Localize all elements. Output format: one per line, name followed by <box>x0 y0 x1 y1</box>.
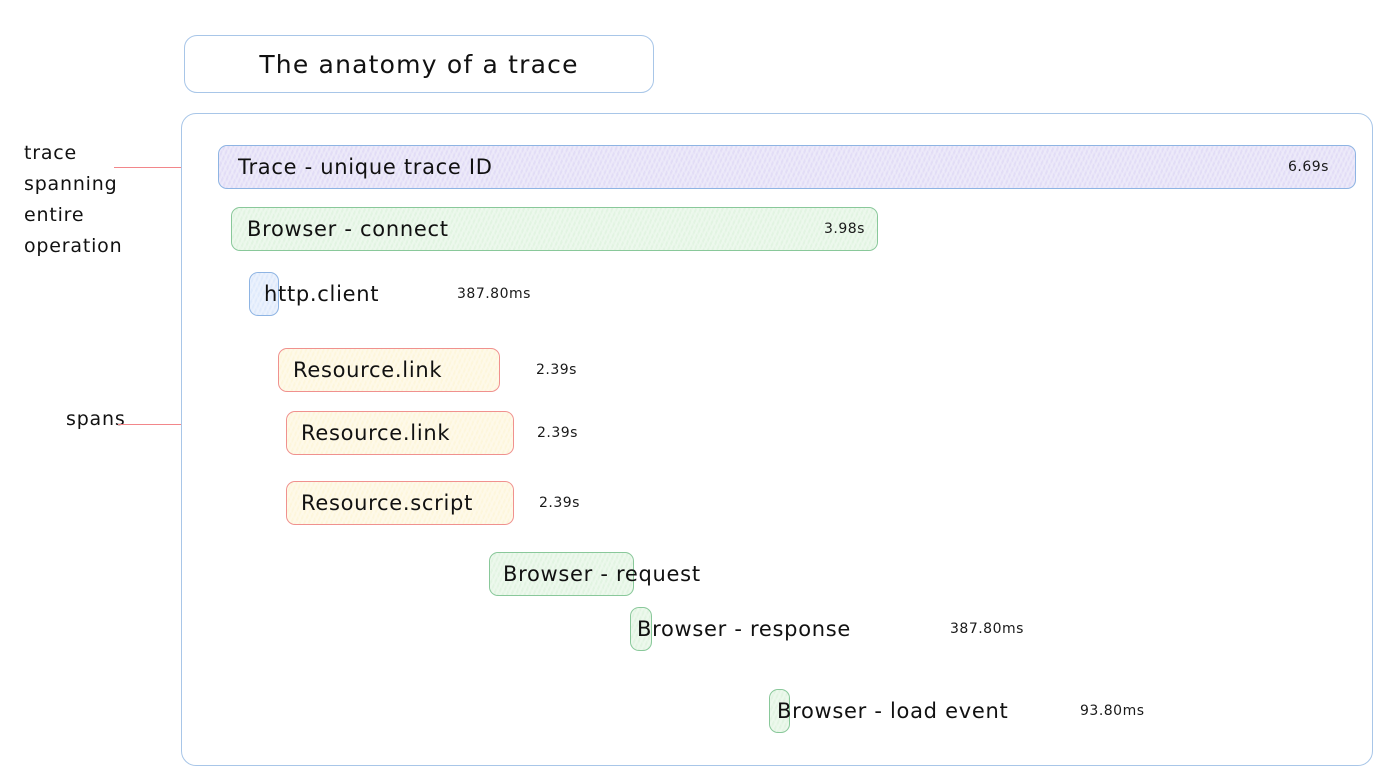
span-bar[interactable] <box>489 552 634 596</box>
span-duration: 2.39s <box>537 425 578 441</box>
span-duration: 93.80ms <box>1080 703 1145 719</box>
span-duration: 2.39s <box>536 362 577 378</box>
span-duration: 6.69s <box>1288 159 1329 175</box>
span-bar[interactable] <box>249 272 279 316</box>
page-title: The anatomy of a trace <box>259 49 579 79</box>
annotation-line: spans <box>66 408 126 430</box>
trace-leader-line <box>114 167 196 168</box>
title-box: The anatomy of a trace <box>184 35 654 93</box>
span-bar[interactable] <box>630 607 652 651</box>
annotation-line: operation <box>24 235 123 257</box>
span-bar[interactable] <box>231 207 878 251</box>
annotation-line: entire <box>24 204 85 226</box>
span-bar[interactable] <box>769 689 790 733</box>
span-duration: 2.39s <box>539 495 580 511</box>
span-bar[interactable] <box>278 348 500 392</box>
span-bar[interactable] <box>218 145 1356 189</box>
trace-annotation: trace spanning entire operation <box>24 138 122 262</box>
spans-annotation: spans <box>66 404 126 435</box>
span-duration: 387.80ms <box>457 286 531 302</box>
span-duration: 387.80ms <box>950 621 1024 637</box>
span-bar[interactable] <box>286 481 514 525</box>
annotation-line: trace <box>24 142 78 164</box>
spans-leader-line <box>118 424 212 425</box>
annotation-line: spanning <box>24 173 118 195</box>
span-bar[interactable] <box>286 411 514 455</box>
span-duration: 3.98s <box>824 221 865 237</box>
